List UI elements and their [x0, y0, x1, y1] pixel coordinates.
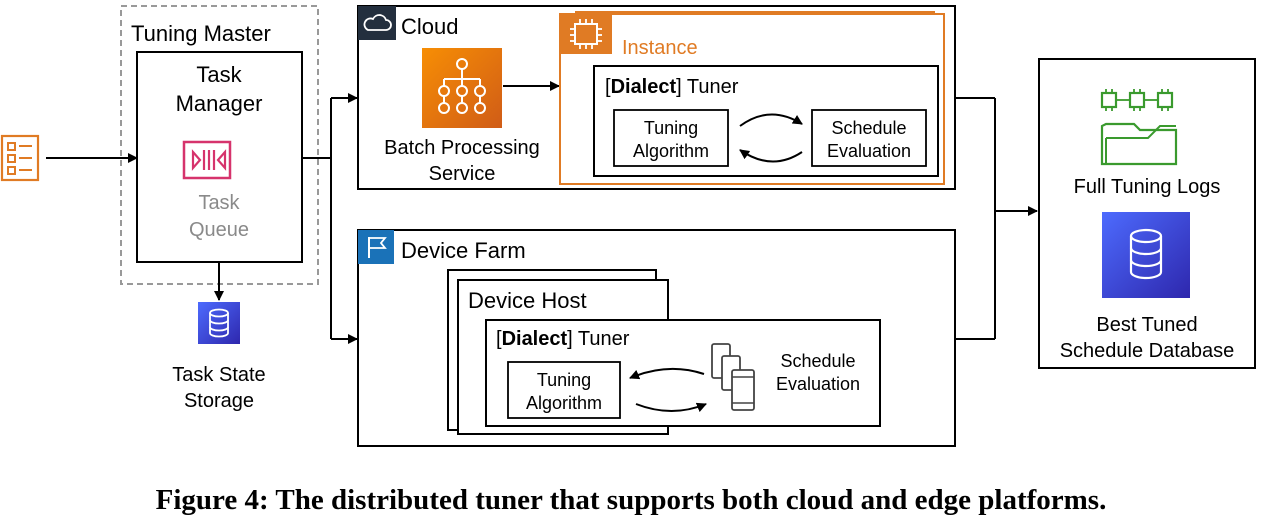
batch-processing-icon [422, 48, 502, 128]
cloud-title: Cloud [401, 14, 458, 39]
device-cycle-arrow-bottom [635, 402, 707, 413]
merge-connector-right [955, 97, 1038, 340]
device-tuner-rest: Tuner [578, 328, 630, 350]
database-icon [198, 302, 240, 344]
cloud-tuning-algorithm-box [613, 109, 729, 167]
full-tuning-logs-label: Full Tuning Logs [1074, 176, 1221, 198]
device-tuning-algorithm-line2: Algorithm [526, 393, 602, 413]
device-tuning-algorithm-line1: Tuning [537, 370, 591, 390]
branch-connector-left [302, 93, 358, 344]
device-farm-title: Device Farm [401, 238, 526, 263]
task-queue-label-line1: Task [198, 192, 240, 214]
queue-icon [182, 140, 232, 180]
device-host-label: Device Host [468, 288, 587, 313]
cloud-tuner-bold: Dialect [611, 76, 677, 98]
best-tuned-db-line2: Schedule Database [1060, 340, 1235, 362]
figure-caption: Figure 4: The distributed tuner that sup… [155, 484, 1107, 516]
cloud-schedule-evaluation-box [811, 109, 927, 167]
cloud-tuning-algorithm-line1: Tuning [644, 118, 698, 138]
best-tuned-db-line1: Best Tuned [1096, 314, 1197, 336]
task-state-storage-line2: Storage [184, 390, 254, 412]
device-tuner-bold: Dialect [502, 328, 568, 350]
task-manager-label-line2: Manager [176, 91, 263, 116]
instance-label: Instance [622, 37, 698, 59]
cloud-tuner-title: [Dialect] Tuner [605, 76, 739, 98]
device-cycle-arrow-top [629, 367, 705, 380]
cloud-icon [358, 6, 396, 40]
device-tuning-algorithm-box [507, 361, 621, 419]
cloud-tuner-rest: Tuner [687, 76, 739, 98]
task-state-storage-line1: Task State [172, 364, 265, 386]
document-list-icon [0, 134, 40, 182]
tuning-master-title: Tuning Master [131, 21, 271, 46]
cloud-tuning-algorithm-line2: Algorithm [633, 141, 709, 161]
device-schedule-evaluation-line1: Schedule [780, 351, 855, 371]
database-icon [1102, 212, 1190, 298]
cloud-schedule-evaluation-line1: Schedule [831, 118, 906, 138]
flag-icon [358, 230, 394, 264]
batch-processing-label-line2: Service [429, 163, 496, 185]
batch-processing-label-line1: Batch Processing [384, 137, 540, 159]
folder-chips-icon [1100, 89, 1178, 166]
task-manager-label-line1: Task [196, 62, 242, 87]
task-queue-label-line2: Queue [189, 219, 249, 241]
device-tuner-title: [Dialect] Tuner [496, 328, 630, 350]
mobile-devices-icon [711, 343, 755, 411]
cloud-schedule-evaluation-line2: Evaluation [827, 141, 911, 161]
cloud-cycle-arrow-top [739, 113, 803, 127]
cloud-cycle-arrow-bottom [739, 149, 803, 163]
device-schedule-evaluation-line2: Evaluation [776, 374, 860, 394]
chip-icon [560, 14, 612, 54]
